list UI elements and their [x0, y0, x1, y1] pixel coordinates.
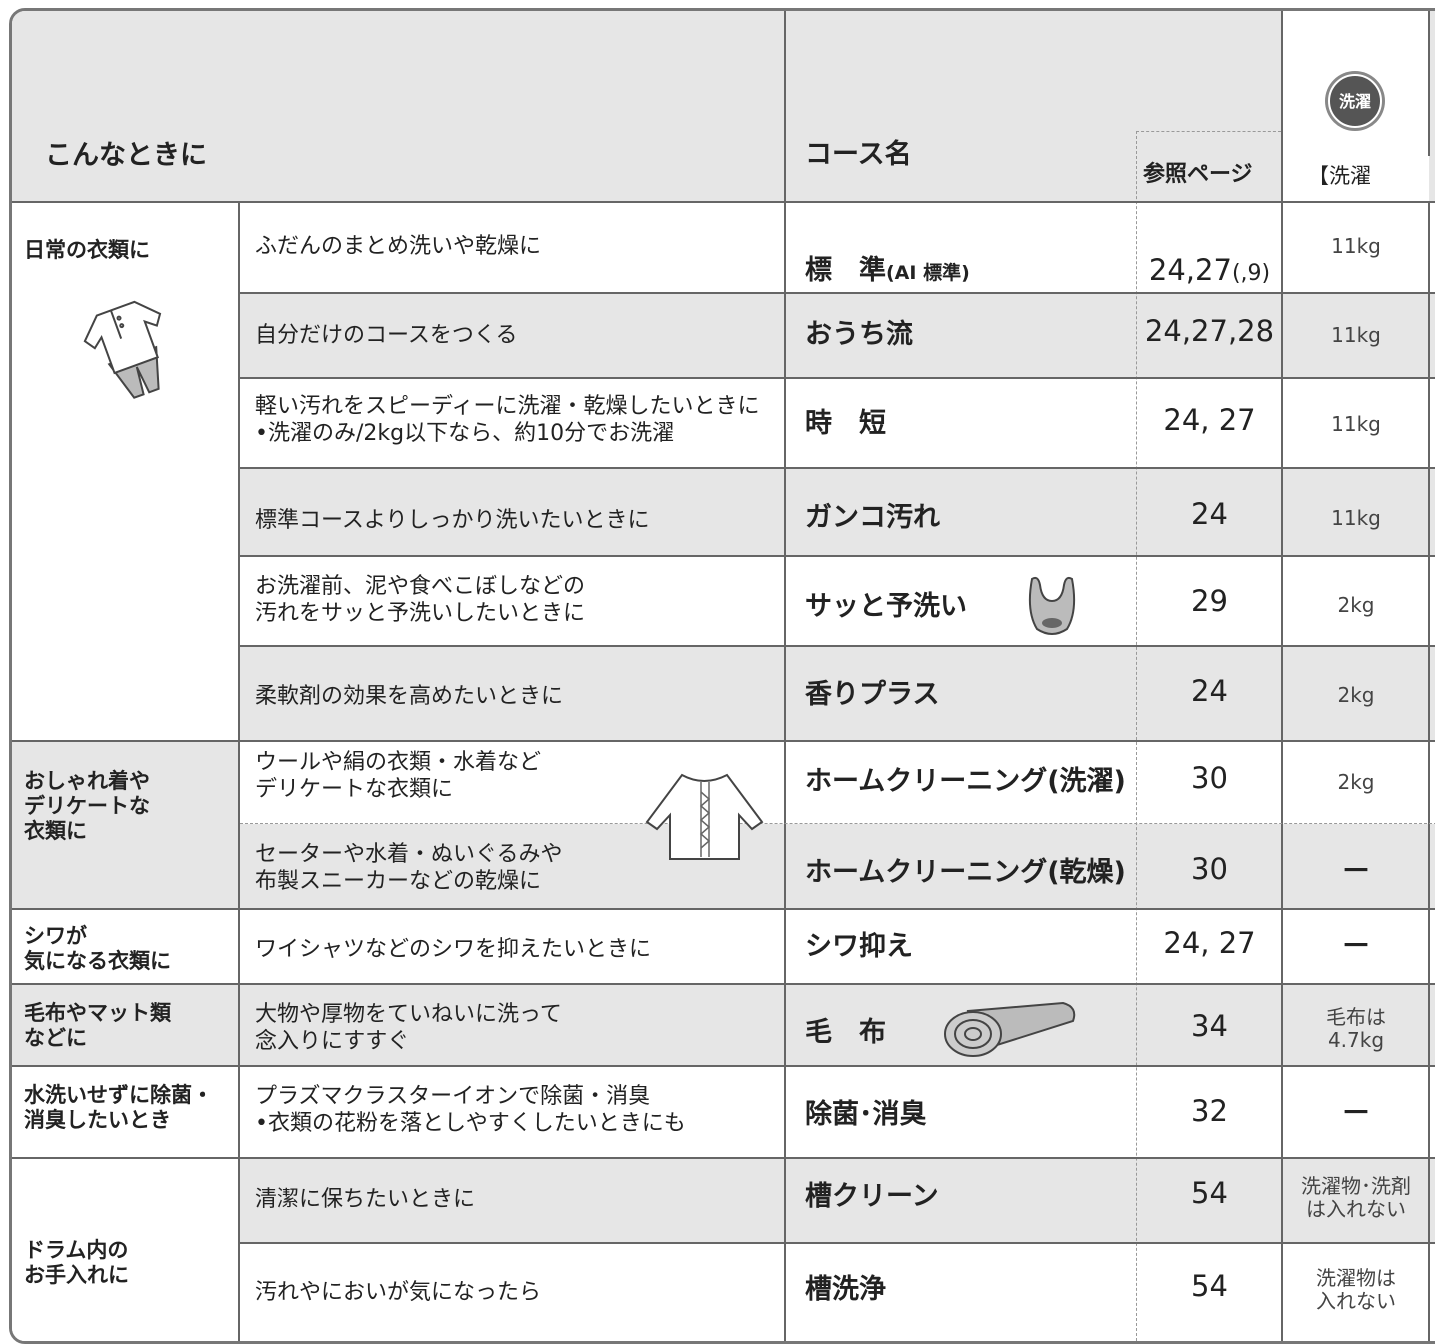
wash-mode-icon-label: 洗濯	[1338, 92, 1371, 111]
course-name-header: コース名	[805, 139, 912, 170]
capacity: 2kg	[1337, 683, 1375, 707]
row-desc: 汚れやにおいが気になったら	[255, 1280, 542, 1305]
ref-page: 32	[1191, 1094, 1228, 1128]
course-name: ホームクリーニング(洗濯)	[805, 766, 1126, 797]
capacity: 11kg	[1331, 323, 1381, 347]
wash-mode-icon	[1323, 69, 1387, 133]
course-name: シワ抑え	[805, 931, 913, 962]
ref-page: 24, 27	[1163, 403, 1256, 437]
category-wrinkle: シワが 気になる衣類に	[24, 924, 171, 973]
sweater-icon	[637, 767, 772, 867]
category-drum-care: ドラム内の お手入れに	[24, 1238, 129, 1287]
capacity-header: 【洗濯	[1308, 164, 1371, 188]
course-name: 槽クリーン	[805, 1181, 939, 1212]
category-deodorize: 水洗いせずに除菌・ 消臭したいとき	[24, 1083, 213, 1132]
capacity: －	[1341, 929, 1371, 964]
ref-page: 24	[1191, 497, 1228, 531]
course-name: 除菌･消臭	[805, 1099, 927, 1130]
ref-page: 30	[1191, 852, 1228, 886]
ref-page: 24,27,28	[1144, 314, 1275, 348]
row-desc: 軽い汚れをスピーディーに洗濯・乾燥したいときに •洗濯のみ/2kg以下なら、約1…	[255, 394, 760, 446]
ref-page: 54	[1191, 1269, 1228, 1303]
row-desc: 柔軟剤の効果を高めたいときに	[255, 684, 564, 709]
row-desc: 大物や厚物をていねいに洗って 念入りにすすぐ	[255, 1002, 562, 1054]
course-name: 標 準(AI 標準)	[805, 255, 970, 286]
course-name: 時 短	[805, 408, 886, 439]
row-desc: ウールや絹の衣類・水着など デリケートな衣類に	[255, 750, 542, 802]
capacity: 11kg	[1331, 506, 1381, 530]
baby-bib-icon	[1022, 571, 1082, 641]
situation-header: こんなときに	[45, 140, 207, 171]
rolled-blanket-icon	[938, 999, 1083, 1064]
capacity: －	[1341, 854, 1371, 889]
ref-page: 24,27(,9)	[1148, 253, 1271, 287]
course-table: こんなときに コース名 参照ページ 洗濯 【洗濯 日常の衣類に おしゃれ着や デ…	[9, 8, 1435, 1344]
ref-page: 34	[1191, 1009, 1228, 1043]
row-desc: ふだんのまとめ洗いや乾燥に	[255, 234, 542, 259]
course-name: サッと予洗い	[805, 591, 967, 622]
row-desc: ワイシャツなどのシワを抑えたいときに	[255, 937, 652, 962]
category-blanket: 毛布やマット類 などに	[24, 1001, 171, 1050]
course-name: 毛 布	[805, 1017, 886, 1048]
row-desc: 自分だけのコースをつくる	[255, 323, 518, 348]
capacity: 2kg	[1337, 770, 1375, 794]
capacity: －	[1341, 1096, 1371, 1131]
course-name: ガンコ汚れ	[805, 502, 940, 533]
course-name: 槽洗浄	[805, 1274, 886, 1305]
capacity: 洗濯物は 入れない	[1316, 1266, 1396, 1313]
row-desc: プラズマクラスターイオンで除菌・消臭 •衣類の花粉を落としやすくしたいときにも	[255, 1084, 686, 1136]
ref-page: 24	[1191, 674, 1228, 708]
row-desc: 標準コースよりしっかり洗いたいときに	[255, 508, 650, 533]
course-name: おうち流	[805, 319, 913, 350]
course-name: 香りプラス	[805, 679, 940, 710]
capacity: 洗濯物･洗剤 は入れない	[1301, 1174, 1411, 1221]
row-desc: 清潔に保ちたいときに	[255, 1187, 476, 1212]
ref-page: 30	[1191, 761, 1228, 795]
ref-page: 54	[1191, 1176, 1228, 1210]
shirt-and-pants-icon	[76, 296, 186, 406]
capacity: 毛布は 4.7kg	[1326, 1005, 1386, 1052]
row-desc: お洗濯前、泥や食べこぼしなどの 汚れをサッと予洗いしたいときに	[255, 574, 586, 626]
row-desc: セーターや水着・ぬいぐるみや 布製スニーカーなどの乾燥に	[255, 842, 563, 894]
ref-page-header: 参照ページ	[1143, 162, 1253, 187]
capacity: 11kg	[1331, 234, 1381, 258]
category-daily: 日常の衣類に	[24, 238, 150, 262]
capacity: 2kg	[1337, 593, 1375, 617]
capacity: 11kg	[1331, 412, 1381, 436]
course-name: ホームクリーニング(乾燥)	[805, 857, 1126, 888]
ref-page: 29	[1191, 584, 1228, 618]
ref-page: 24, 27	[1163, 926, 1256, 960]
table-header	[12, 11, 1435, 203]
category-delicate: おしゃれ着や デリケートな 衣類に	[24, 769, 150, 843]
